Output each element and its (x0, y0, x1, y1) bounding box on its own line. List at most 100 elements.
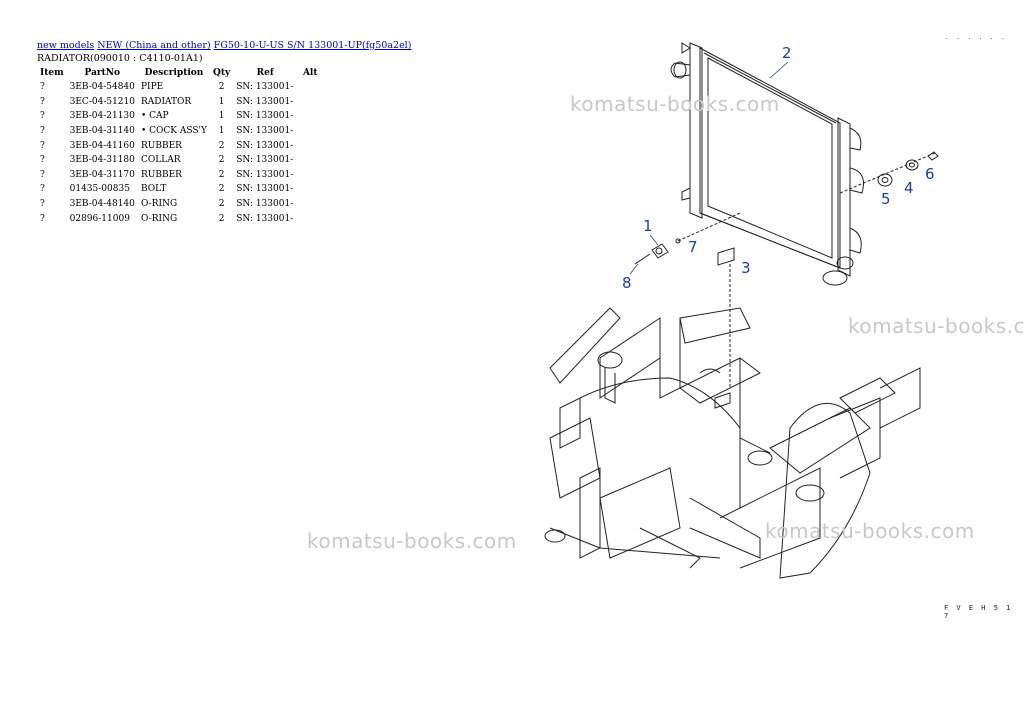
callout-7: 7 (688, 238, 698, 256)
watermark: komatsu-books.com (765, 519, 975, 543)
cell-ref: SN: 133001- (236, 199, 294, 210)
cell-alt (297, 153, 323, 168)
cell-partno: 3EB-04-31180 (69, 155, 135, 166)
cell-partno: 01435-00835 (69, 184, 130, 195)
radiator-exploded-diagram: 2 1 7 3 8 5 4 6 (544, 42, 939, 579)
callout-1: 1 (643, 217, 653, 235)
cell-description: • COCK ASS'Y (140, 126, 207, 137)
radiator-core (670, 42, 864, 286)
breadcrumb-link-new-models[interactable]: new models (37, 40, 95, 51)
cell-qty: 1 (218, 111, 225, 122)
table-row: ? 3EB-04-31180 COLLAR 2 SN: 133001- (37, 153, 323, 168)
callout-3: 3 (741, 259, 751, 277)
cell-ref: SN: 133001- (236, 184, 294, 195)
cell-description: BOLT (140, 184, 167, 195)
cell-item: ? (40, 82, 45, 93)
watermark: komatsu-books.com (307, 529, 517, 553)
cell-description: RADIATOR (140, 96, 192, 107)
cell-partno: 3EB-04-21130 (69, 111, 135, 122)
section-title: RADIATOR(090010 : C4110-01A1) (37, 53, 203, 64)
rubber-collar-parts (839, 151, 939, 194)
table-row: ? 3EB-04-31140 • COCK ASS'Y 1 SN: 133001… (37, 124, 323, 139)
cell-item: ? (40, 169, 45, 180)
truck-frame (544, 307, 921, 579)
table-row: ? 3EB-04-31170 RUBBER 2 SN: 133001- (37, 168, 323, 183)
cell-description: COLLAR (140, 155, 181, 166)
header-partno: PartNo (84, 68, 121, 78)
table-row: ? 3EB-04-54840 PIPE 2 SN: 133001- (37, 80, 323, 95)
cell-partno: 3EB-04-31140 (69, 126, 135, 137)
cell-alt (297, 138, 323, 153)
cell-qty: 1 (218, 96, 225, 107)
figure-code: F V E H 5 1 7 (944, 604, 1013, 620)
cell-alt (297, 197, 323, 212)
header-description: Description (144, 68, 204, 78)
callout-5: 5 (881, 190, 891, 208)
cell-alt (297, 211, 323, 226)
cell-qty: 1 (218, 126, 225, 137)
cell-alt (297, 168, 323, 183)
cell-item: ? (40, 111, 45, 122)
cell-ref: SN: 133001- (236, 169, 294, 180)
cell-qty: 2 (218, 184, 225, 195)
table-row: ? 3EB-04-41160 RUBBER 2 SN: 133001- (37, 138, 323, 153)
callout-6: 6 (925, 165, 935, 183)
cell-alt (297, 80, 323, 95)
cell-qty: 2 (218, 140, 225, 151)
cell-item: ? (40, 155, 45, 166)
cell-item: ? (40, 184, 45, 195)
cell-partno: 3EB-04-48140 (69, 199, 135, 210)
corner-marks: . . . . . . (945, 34, 1007, 41)
cell-item: ? (40, 140, 45, 151)
header-ref: Ref (256, 68, 274, 78)
cell-ref: SN: 133001- (236, 126, 294, 137)
drain-cock-parts (634, 212, 741, 388)
table-row: ? 3EB-04-21130 • CAP 1 SN: 133001- (37, 109, 323, 124)
cell-alt (297, 95, 323, 110)
breadcrumb-link-model[interactable]: FG50-10-U-US S/N 133001-UP(fg50a2el) (213, 40, 412, 51)
cell-alt (297, 109, 323, 124)
cell-qty: 2 (218, 155, 225, 166)
table-row: ? 01435-00835 BOLT 2 SN: 133001- (37, 182, 323, 197)
cell-ref: SN: 133001- (236, 155, 294, 166)
watermark: komatsu-books.com (570, 92, 780, 116)
cell-qty: 2 (218, 213, 225, 224)
cell-partno: 3EB-04-41160 (69, 140, 135, 151)
cell-qty: 2 (218, 199, 225, 210)
header-qty: Qty (212, 68, 231, 78)
callout-4: 4 (904, 179, 914, 197)
cell-ref: SN: 133001- (236, 82, 294, 93)
table-row: ? 3EC-04-51210 RADIATOR 1 SN: 133001- (37, 95, 323, 110)
cell-item: ? (40, 96, 45, 107)
cell-item: ? (40, 199, 45, 210)
table-header-row: Item PartNo Description Qty Ref Alt (37, 66, 323, 80)
cell-description: RUBBER (140, 169, 182, 180)
cell-item: ? (40, 213, 45, 224)
cell-item: ? (40, 126, 45, 137)
cell-ref: SN: 133001- (236, 140, 294, 151)
cell-qty: 2 (218, 169, 225, 180)
breadcrumb: new models NEW (China and other) FG50-10… (37, 40, 411, 51)
breadcrumb-link-region[interactable]: NEW (China and other) (97, 40, 211, 51)
table-row: ? 02896-11009 O-RING 2 SN: 133001- (37, 211, 323, 226)
cell-ref: SN: 133001- (236, 111, 294, 122)
cell-description: • CAP (140, 111, 169, 122)
cell-description: RUBBER (140, 140, 182, 151)
cell-partno: 3EB-04-31170 (69, 169, 135, 180)
cell-description: O-RING (140, 213, 178, 224)
cell-ref: SN: 133001- (236, 213, 294, 224)
header-item: Item (40, 68, 64, 78)
callout-2: 2 (782, 44, 792, 62)
table-row: ? 3EB-04-48140 O-RING 2 SN: 133001- (37, 197, 323, 212)
cell-alt (297, 182, 323, 197)
watermark: komatsu-books.com (848, 314, 1024, 338)
cell-partno: 3EB-04-54840 (69, 82, 135, 93)
cell-description: PIPE (140, 82, 164, 93)
header-alt: Alt (302, 68, 318, 78)
cell-partno: 3EC-04-51210 (69, 96, 135, 107)
parts-table: Item PartNo Description Qty Ref Alt ? 3E… (37, 66, 323, 226)
cell-qty: 2 (218, 82, 225, 93)
callout-8: 8 (622, 274, 632, 292)
cell-description: O-RING (140, 199, 178, 210)
cell-partno: 02896-11009 (69, 213, 130, 224)
